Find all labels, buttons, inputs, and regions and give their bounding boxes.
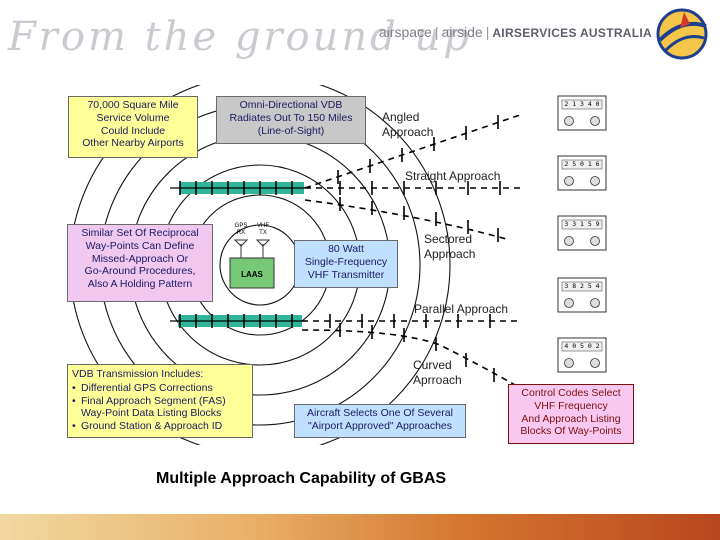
reciprocal-waypoints-box: Similar Set Of Reciprocal Way-Points Can… bbox=[67, 224, 213, 302]
angled-approach-label: Angled Approach bbox=[382, 110, 434, 139]
vdb-transmission-title: VDB Transmission Includes: bbox=[72, 368, 204, 380]
parallel-approach-label: Parallel Approach bbox=[414, 302, 509, 316]
receiver-units bbox=[557, 95, 607, 373]
receiver-code: 3 3 1 5 9 bbox=[564, 220, 600, 228]
path-sectored bbox=[304, 199, 511, 241]
footer-banner bbox=[0, 514, 720, 540]
aircraft-selects-box: Aircraft Selects One Of Several "Airport… bbox=[294, 404, 466, 438]
brand-airspace: airspace bbox=[378, 24, 432, 40]
receiver-code: 2 5 0 1 6 bbox=[564, 160, 600, 168]
brand-airside: airside bbox=[441, 24, 483, 40]
footer-divider bbox=[0, 512, 720, 514]
vdb-item: •Ground Station & Approach ID bbox=[72, 420, 223, 433]
vhf-tx-label: VHF TX bbox=[257, 223, 269, 236]
vhf-transmitter-box: 80 Watt Single-Frequency VHF Transmitter bbox=[294, 240, 398, 288]
laas-label: LAAS bbox=[241, 270, 263, 279]
vdb-transmission-box: VDB Transmission Includes: •Differential… bbox=[67, 364, 253, 438]
runway-bottom-waypoints bbox=[170, 314, 305, 328]
approach-waypoints bbox=[329, 115, 501, 382]
curved-approach-label: Curved Aprroach bbox=[413, 358, 462, 387]
sectored-approach-label: Sectored Approach bbox=[424, 232, 476, 261]
vhf-antenna-icon bbox=[255, 239, 271, 258]
straight-approach-label: Straight Approach bbox=[405, 169, 501, 183]
receiver-code: 2 1 3 4 0 bbox=[564, 100, 600, 108]
receiver-code: 3 8 2 5 4 bbox=[564, 282, 600, 290]
receiver-code: 4 0 5 0 2 bbox=[564, 342, 600, 350]
vdb-item: •Differential GPS Corrections bbox=[72, 381, 213, 394]
gps-rx-label: GPS RX bbox=[234, 223, 248, 236]
gps-antenna-icon bbox=[233, 239, 249, 258]
path-curved bbox=[301, 329, 516, 386]
tagline-script: From the ground up bbox=[8, 14, 472, 60]
brand-name: AIRSERVICES AUSTRALIA bbox=[492, 26, 652, 40]
service-volume-box: 70,000 Square Mile Service Volume Could … bbox=[68, 96, 198, 158]
vdb-radiates-box: Omni-Directional VDB Radiates Out To 150… bbox=[216, 96, 366, 144]
path-angled bbox=[304, 114, 521, 189]
diagram-caption: Multiple Approach Capability of GBAS bbox=[156, 470, 447, 487]
laas-station bbox=[229, 257, 275, 289]
runway-top-waypoints bbox=[170, 181, 305, 195]
brand-text: airspace|airside|AIRSERVICES AUSTRALIA bbox=[378, 24, 652, 40]
header-banner: From the ground up airspace|airside|AIRS… bbox=[0, 0, 720, 70]
vdb-item: •Final Approach Segment (FAS) Way-Point … bbox=[72, 394, 226, 420]
control-codes-box: Control Codes Select VHF Frequency And A… bbox=[508, 384, 634, 444]
kangaroo-logo-icon bbox=[656, 8, 708, 60]
